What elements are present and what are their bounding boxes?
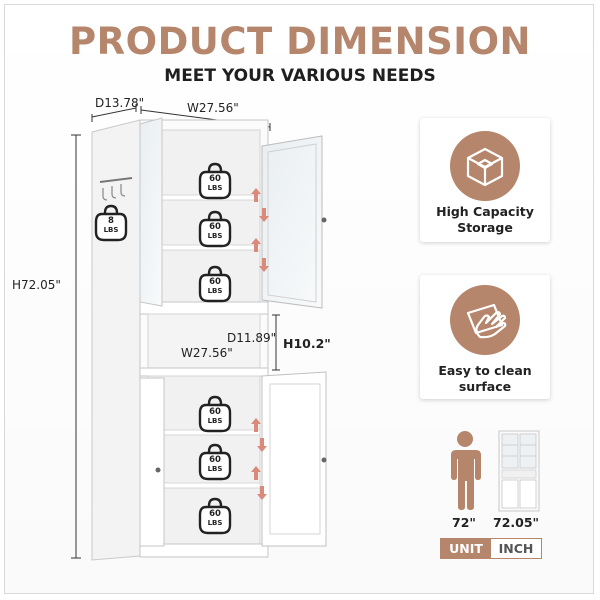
shelf-down-arrow [259, 208, 269, 222]
width-mid-label: W27.56" [181, 346, 233, 360]
weight-value: 60 [209, 455, 221, 465]
person-height-label: 72" [452, 515, 476, 530]
shelf-up-arrow [251, 188, 261, 202]
feature-label-line1: Easy to clean [438, 363, 532, 378]
cube-box-icon [450, 131, 520, 201]
feature-card-capacity: High Capacity Storage [420, 118, 550, 242]
shelf-down-arrow [259, 258, 269, 272]
cabinet-thumbnail [498, 430, 540, 512]
feature-label-line2: surface [458, 379, 512, 394]
unit-toggle-unit[interactable]: UNIT [441, 539, 491, 558]
weight-unit: LBS [207, 465, 223, 473]
weight-unit: LBS [207, 232, 223, 240]
width-top-label: W27.56" [187, 101, 239, 115]
feature-label-line2: Storage [457, 220, 513, 235]
feature-card-clean: Easy to clean surface [420, 275, 550, 399]
weight-unit: LBS [103, 226, 119, 234]
shelf-up-arrow [251, 466, 261, 480]
depth-mid-label: D11.89" [227, 331, 277, 345]
weight-value: 60 [209, 509, 221, 519]
cabinet-height-label: 72.05" [493, 515, 540, 530]
unit-toggle[interactable]: UNIT INCH [440, 538, 542, 559]
weight-unit: LBS [207, 417, 223, 425]
weight-value: 60 [209, 407, 221, 417]
unit-toggle-inch[interactable]: INCH [491, 539, 541, 558]
weight-unit: LBS [207, 184, 223, 192]
shelf-up-arrow [251, 238, 261, 252]
person-silhouette-icon [451, 431, 481, 510]
shelf-down-arrow [257, 438, 267, 452]
shelf-up-arrow [251, 418, 261, 432]
page-subtitle: MEET YOUR VARIOUS NEEDS [164, 66, 436, 86]
shelf-down-arrow [257, 486, 267, 500]
weight-value: 8 [108, 216, 114, 226]
hand-wipe-icon [450, 285, 520, 355]
feature-label-line1: High Capacity [436, 204, 534, 219]
depth-top-label: D13.78" [95, 96, 145, 110]
page-title: PRODUCT DIMENSION [69, 20, 531, 63]
weight-value: 60 [209, 277, 221, 287]
height-mid-label: H10.2" [283, 336, 331, 351]
weight-value: 60 [209, 222, 221, 232]
weight-unit: LBS [207, 287, 223, 295]
weight-unit: LBS [207, 519, 223, 527]
weight-value: 60 [209, 174, 221, 184]
height-total-label: H72.05" [12, 278, 61, 292]
